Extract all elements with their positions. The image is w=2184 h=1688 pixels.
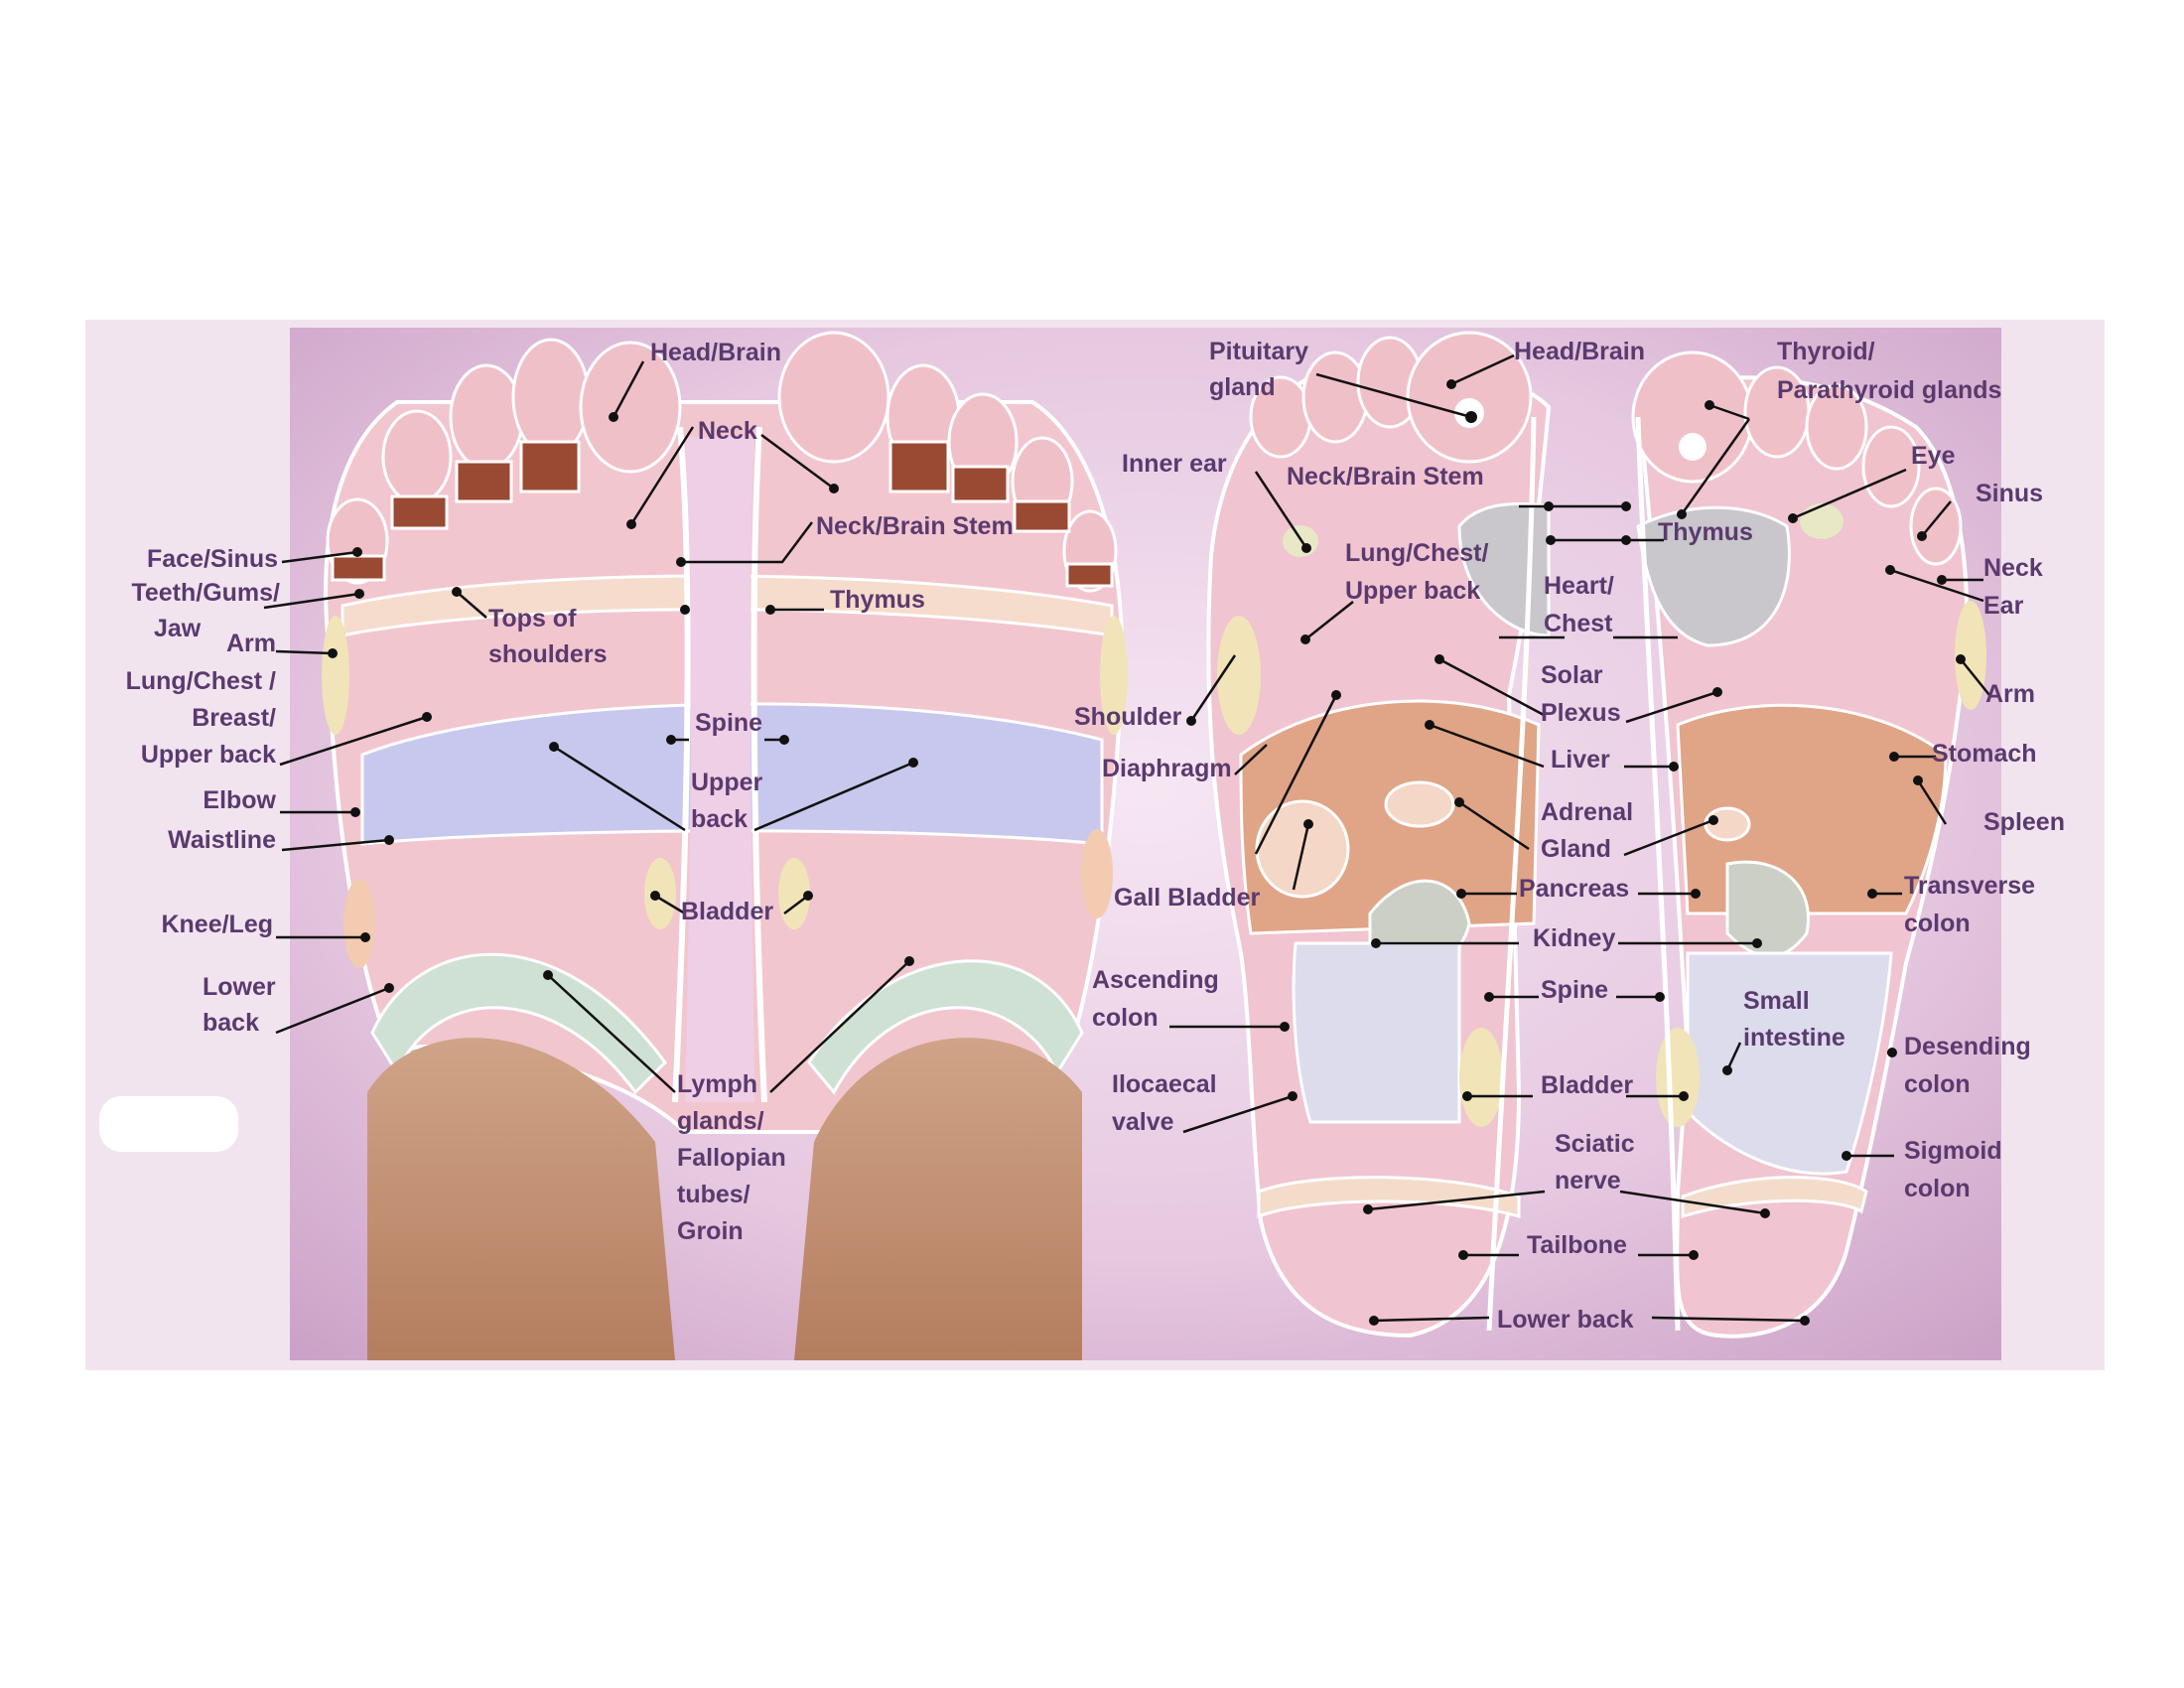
label-neck-right: Neck [1983, 554, 2043, 582]
label-neck-brain-stem-right: Neck/Brain Stem [1287, 463, 1484, 491]
label-tops-of-shoulders-2: shoulders [488, 640, 607, 668]
label-sciatic-1: Sciatic [1555, 1130, 1635, 1158]
label-pituitary-1: Pituitary [1209, 338, 1308, 365]
label-lung-upper-1: Lung/Chest/ [1345, 539, 1488, 567]
label-liver: Liver [1551, 746, 1610, 774]
label-teeth-gums: Teeth/Gums/ [131, 579, 280, 607]
label-desending-1: Desending [1904, 1033, 2031, 1060]
label-lymph-4: tubes/ [677, 1181, 751, 1208]
label-pancreas: Pancreas [1519, 875, 1629, 903]
label-lower-back-2: back [203, 1009, 259, 1037]
label-lymph-2: glands/ [677, 1107, 764, 1135]
label-stomach: Stomach [1932, 740, 2037, 768]
label-ascending-2: colon [1092, 1004, 1159, 1032]
label-face-sinus: Face/Sinus [147, 545, 278, 573]
label-lymph-5: Groin [677, 1217, 744, 1245]
ledge-fragment [99, 1096, 238, 1152]
label-arm-left: Arm [226, 630, 276, 657]
label-lymph-3: Fallopian [677, 1144, 786, 1172]
label-desending-2: colon [1904, 1070, 1971, 1098]
label-bladder-left: Bladder [681, 898, 773, 925]
label-inner-ear: Inner ear [1122, 450, 1227, 478]
label-neck-brain-stem-left: Neck/Brain Stem [816, 512, 1014, 540]
label-sigmoid-2: colon [1904, 1175, 1971, 1202]
label-spine-right: Spine [1541, 976, 1608, 1004]
label-ilocaecal-1: Ilocaecal [1112, 1070, 1217, 1098]
label-ilocaecal-2: valve [1112, 1108, 1174, 1136]
label-spleen: Spleen [1983, 808, 2065, 836]
label-lung-chest-2: Breast/ [192, 704, 276, 732]
label-lower-back-right: Lower back [1497, 1306, 1634, 1334]
label-small-1: Small [1743, 987, 1810, 1015]
label-elbow: Elbow [203, 786, 276, 814]
label-arm-right: Arm [1985, 680, 2035, 708]
label-transverse-2: colon [1904, 910, 1971, 937]
label-adrenal-2: Gland [1541, 835, 1611, 863]
label-lung-upper-2: Upper back [1345, 577, 1480, 605]
label-kidney: Kidney [1533, 924, 1615, 952]
label-head-brain-right: Head/Brain [1514, 338, 1645, 365]
label-head-brain-left: Head/Brain [650, 339, 781, 366]
label-transverse-1: Transverse [1904, 872, 2035, 900]
label-ear: Ear [1983, 592, 2024, 620]
label-eye: Eye [1911, 442, 1956, 470]
label-lung-chest-1: Lung/Chest / [126, 667, 276, 695]
label-sinus: Sinus [1976, 480, 2043, 507]
label-diaphragm: Diaphragm [1102, 755, 1232, 782]
label-waistline: Waistline [168, 826, 276, 854]
label-ascending-1: Ascending [1092, 966, 1219, 994]
label-jaw: Jaw [154, 615, 202, 642]
label-bladder-right: Bladder [1541, 1071, 1633, 1099]
label-thymus-right: Thymus [1658, 518, 1753, 546]
label-solar-1: Solar [1541, 661, 1603, 689]
label-lymph-1: Lymph [677, 1070, 757, 1098]
label-spine-left: Spine [695, 709, 762, 737]
label-upper-back-2: back [691, 805, 748, 833]
label-thyroid-2: Parathyroid glands [1777, 376, 2001, 404]
label-lung-chest-3: Upper back [141, 741, 276, 769]
label-solar-2: Plexus [1541, 699, 1621, 727]
label-small-2: intestine [1743, 1024, 1845, 1052]
label-sigmoid-1: Sigmoid [1904, 1137, 2002, 1165]
label-upper-back-1: Upper [691, 769, 763, 796]
label-gall-bladder: Gall Bladder [1114, 884, 1261, 912]
label-tops-of-shoulders-1: Tops of [488, 605, 577, 633]
label-thymus-left: Thymus [830, 586, 925, 614]
label-pituitary-2: gland [1209, 373, 1276, 401]
label-sciatic-2: nerve [1555, 1167, 1621, 1195]
label-lower-back-1: Lower [203, 973, 276, 1001]
label-tailbone: Tailbone [1527, 1231, 1627, 1259]
label-knee-leg: Knee/Leg [161, 911, 273, 938]
label-adrenal-1: Adrenal [1541, 798, 1633, 826]
label-thyroid-1: Thyroid/ [1777, 338, 1875, 365]
label-shoulder: Shoulder [1074, 703, 1182, 731]
label-heart-1: Heart/ [1544, 572, 1614, 600]
label-neck-top: Neck [698, 417, 757, 445]
label-heart-2: Chest [1544, 610, 1613, 637]
